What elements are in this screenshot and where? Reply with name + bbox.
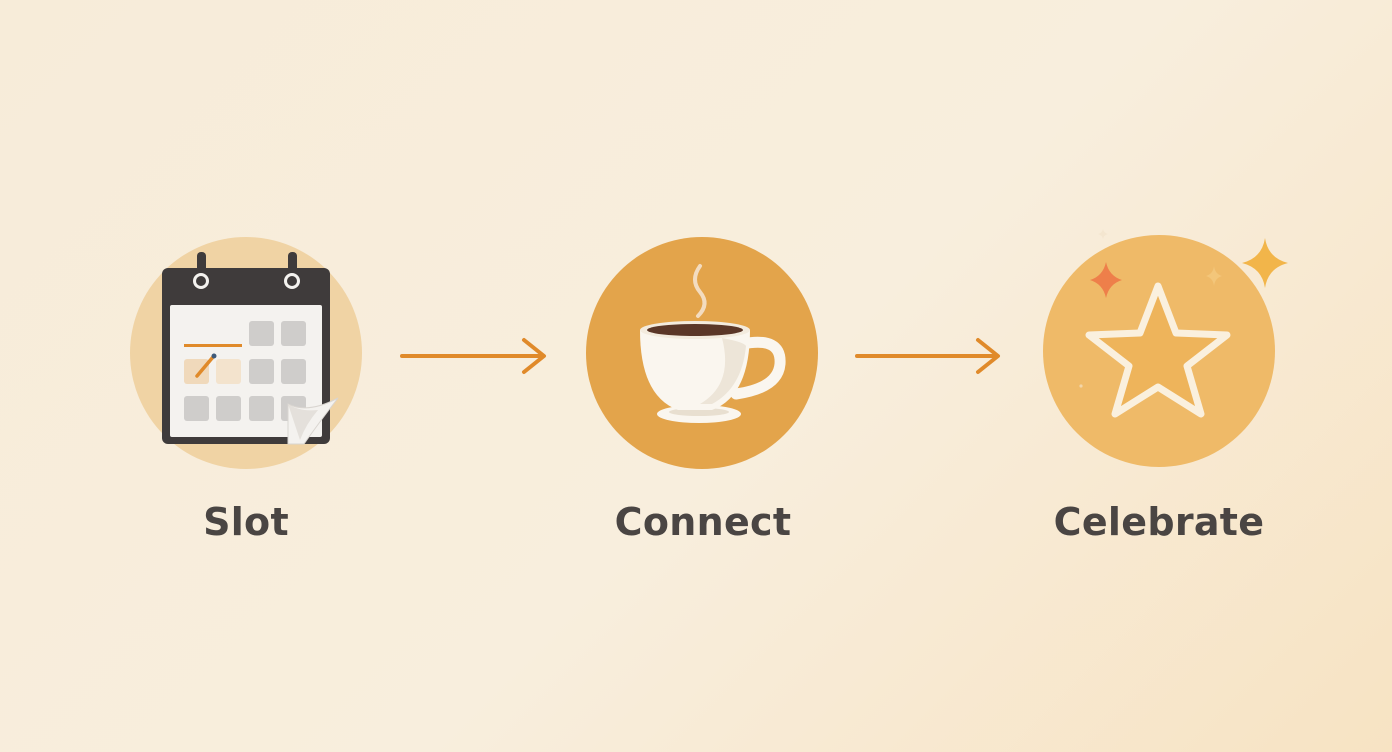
sparkle-icon — [1090, 262, 1122, 298]
sparkle-icon — [1098, 229, 1108, 239]
sparkle-icon — [1242, 238, 1288, 288]
step-label-slot: Slot — [203, 500, 289, 544]
sparkle-icon — [1206, 266, 1222, 286]
step-label-connect: Connect — [614, 500, 792, 544]
step-label-celebrate: Celebrate — [1053, 500, 1265, 544]
